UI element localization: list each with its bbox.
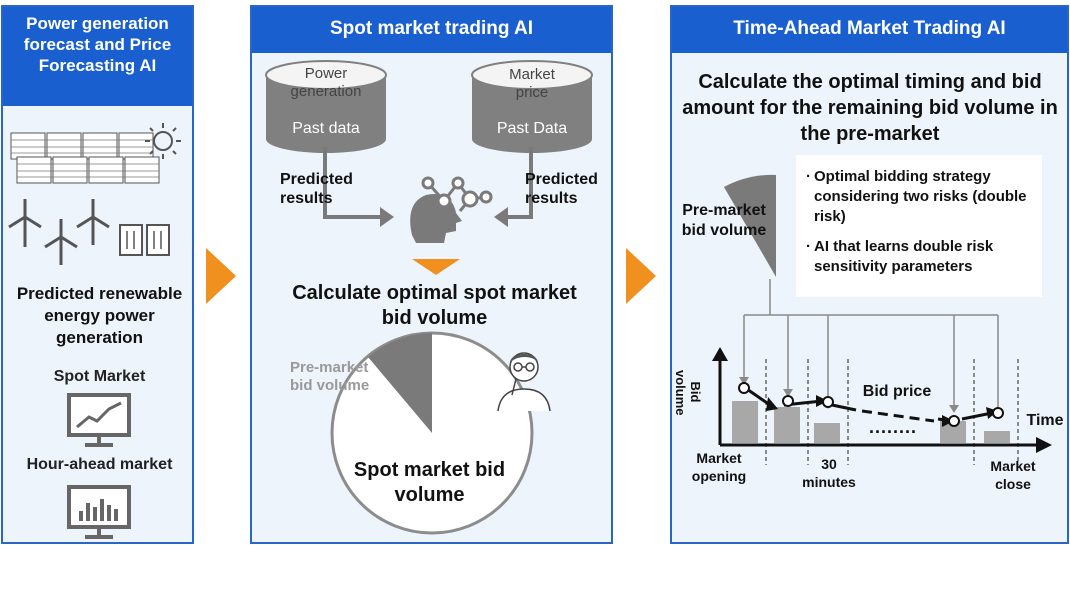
panel-spot-title: Spot market trading AI (329, 18, 534, 39)
predicted-results-left: Predicted results (280, 171, 353, 207)
pie-slice-premarket (368, 333, 432, 433)
bid-price-label: Bid price (862, 383, 932, 400)
flow-arrow-1 (206, 248, 236, 304)
thirty-minutes-label: 30 minutes (802, 456, 856, 490)
bullet-item-2: · AI that learns double risk sensitivity… (806, 237, 1034, 277)
panel-forecast-title: Power generation forecast and Price Fore… (23, 14, 172, 75)
pie-premarket-label: Pre-market bid volume (290, 359, 370, 394)
panel-spot-header: Spot market trading AI (252, 7, 611, 53)
panel-spot-ai: Spot market trading AI Power generation … (250, 5, 613, 544)
line-chart-monitor-icon (67, 393, 131, 447)
person-thinking-icon (497, 352, 551, 412)
predicted-results-right: Predicted results (525, 171, 598, 207)
market-close-label: Market close (990, 458, 1036, 492)
bid-timing-chart (712, 279, 1052, 465)
ai-brain-head-icon (410, 176, 493, 243)
bullet-dot-2: · (806, 238, 811, 255)
hour-ahead-label: Hour-ahead market (26, 456, 173, 473)
spot-pie-chart (330, 331, 534, 535)
panel-forecast-header: Power generation forecast and Price Fore… (3, 7, 192, 106)
bullet-text-1: Optimal bidding strategy considering two… (814, 168, 1027, 225)
premarket-bid-label: Pre-market bid volume (681, 202, 767, 239)
predicted-generation-label: Predicted renewable energy power generat… (16, 284, 183, 347)
db-price-top-label: Market price (509, 66, 555, 101)
db-power-top-label: Power generation (290, 65, 362, 100)
y-axis-label: Bid volume (673, 370, 703, 416)
calculate-timing-label: Calculate the optimal timing and bid amo… (682, 71, 1058, 145)
panel-time-ahead-header: Time-Ahead Market Trading AI (672, 7, 1067, 53)
calculate-spot-label: Calculate optimal spot market bid volume (292, 282, 577, 329)
flow-arrow-2 (626, 248, 656, 304)
down-arrow-icon (412, 259, 460, 275)
panel-forecast-ai: Power generation forecast and Price Fore… (1, 5, 194, 544)
spot-market-label: Spot Market (53, 368, 146, 385)
pie-spot-label: Spot market bid volume (353, 459, 506, 506)
bar-chart-monitor-icon (67, 485, 131, 539)
bullet-dot-1: · (806, 168, 811, 185)
connector-arrows (323, 147, 533, 227)
bullet-item-1: · Optimal bidding strategy considering t… (806, 167, 1034, 227)
premarket-sector-icon (724, 174, 776, 277)
panel-time-ahead-ai: Time-Ahead Market Trading AI Calculate t… (670, 5, 1069, 544)
database-price-icon (471, 60, 593, 153)
panel-time-ahead-title: Time-Ahead Market Trading AI (733, 18, 1006, 39)
sun-icon (145, 123, 181, 159)
solar-panels-icon (10, 132, 160, 184)
market-opening-label: Market opening (691, 450, 747, 484)
db-price-bottom-label: Past Data (496, 120, 568, 137)
x-axis-label: Time (1026, 412, 1064, 429)
database-power-icon (265, 60, 387, 153)
battery-icon (119, 224, 170, 256)
bullet-text-2: AI that learns double risk sensitivity p… (814, 238, 994, 275)
wind-turbines-icon (8, 199, 110, 265)
db-power-bottom-label: Past data (292, 120, 360, 137)
strategy-bullets-box: · Optimal bidding strategy considering t… (796, 155, 1042, 297)
ellipsis-dots: ........ (868, 417, 917, 437)
